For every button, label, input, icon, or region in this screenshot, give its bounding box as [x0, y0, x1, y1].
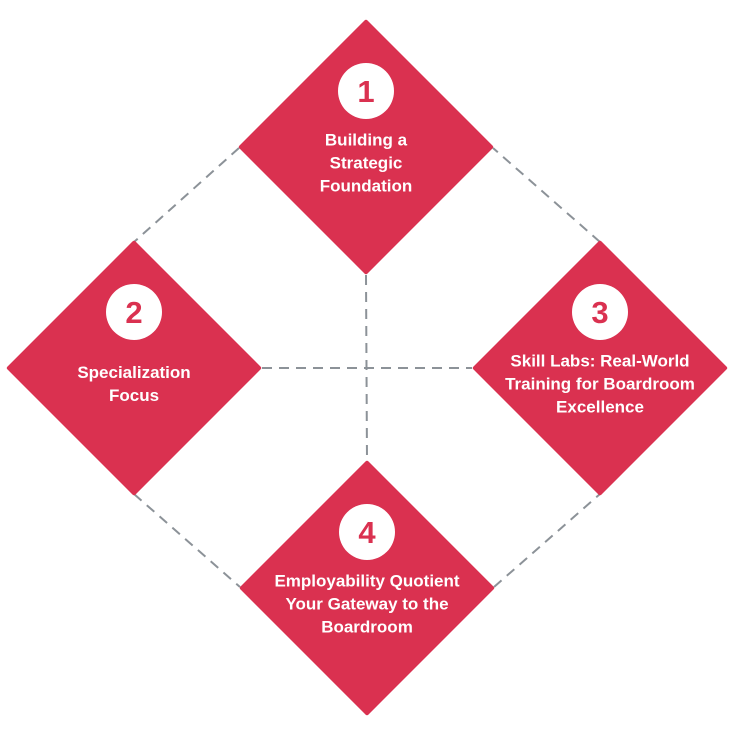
diamond-node-step-3: 3 Skill Labs: Real-World Training for Bo…: [472, 240, 728, 496]
dashed-connector-bottom-left: [133, 493, 241, 588]
step-number-badge: 4: [339, 504, 395, 560]
dashed-connector-top-right: [492, 147, 601, 243]
diamond-node-step-4: 4 Employability Quotient Your Gateway to…: [239, 460, 495, 716]
node-label: Employability Quotient Your Gateway to t…: [274, 571, 460, 637]
step-number: 2: [125, 294, 143, 330]
dashed-connector-bottom-right: [493, 493, 601, 588]
node-label: Building a Strategic Foundation: [319, 130, 413, 196]
diamond-node-step-1: 1 Building a Strategic Foundation: [238, 19, 494, 275]
diamond-node-step-2: 2 Specialization Focus: [6, 240, 262, 496]
dashed-connector-top-left: [133, 147, 240, 243]
step-number: 4: [358, 514, 376, 550]
dashed-connector-vertical: [365, 274, 368, 462]
step-number-badge: 1: [338, 63, 394, 119]
step-number: 3: [591, 294, 609, 330]
node-label: Specialization Focus: [77, 363, 191, 405]
step-number: 1: [357, 73, 375, 109]
step-number-badge: 3: [572, 284, 628, 340]
node-label: Skill Labs: Real-World Training for Boar…: [505, 351, 695, 417]
step-number-badge: 2: [106, 284, 162, 340]
